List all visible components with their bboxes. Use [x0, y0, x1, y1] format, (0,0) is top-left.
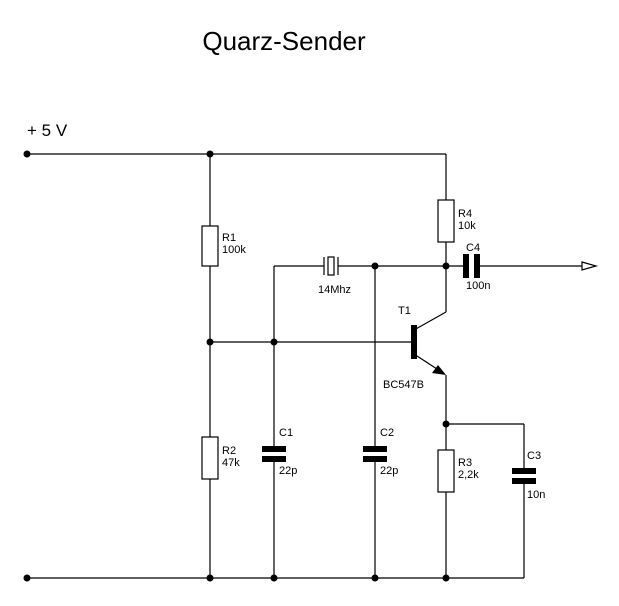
- ground-rail: [23, 574, 524, 582]
- diagram-title: Quarz-Sender: [202, 26, 366, 56]
- crystal-value: 14Mhz: [318, 284, 351, 296]
- output-arrow-icon: [581, 261, 599, 271]
- r2-ref: R2: [222, 445, 236, 457]
- transistor-t1: T1 BC547B: [383, 266, 447, 424]
- resistor-r1: R1 100k: [201, 154, 246, 342]
- c4-value: 100n: [466, 280, 490, 292]
- c3-value: 10n: [527, 489, 545, 501]
- r1-value: 100k: [222, 244, 246, 256]
- capacitor-c4: C4 100n: [463, 242, 582, 292]
- resistor-r2: R2 47k: [201, 342, 240, 578]
- crystal: 14Mhz: [318, 256, 351, 296]
- resistor-r4: R4 10k: [437, 199, 476, 266]
- c2-ref: C2: [380, 427, 394, 439]
- r3-value: 2,2k: [458, 469, 479, 481]
- t1-value: BC547B: [383, 379, 424, 391]
- resistor-r3: R3 2,2k: [437, 424, 479, 578]
- supply-label: + 5 V: [27, 121, 68, 140]
- supply-rail: [23, 150, 447, 200]
- c3-ref: C3: [527, 450, 541, 462]
- r4-value: 10k: [458, 220, 476, 232]
- r4-ref: R4: [458, 208, 472, 220]
- t1-ref: T1: [398, 305, 411, 317]
- r1-ref: R1: [222, 232, 236, 244]
- c1-ref: C1: [279, 427, 293, 439]
- capacitor-c2: C2 22p: [363, 266, 398, 578]
- r2-value: 47k: [222, 457, 240, 469]
- c1-value: 22p: [279, 465, 297, 477]
- capacitor-c1: C1 22p: [262, 342, 297, 578]
- r3-ref: R3: [458, 457, 472, 469]
- c4-ref: C4: [466, 242, 480, 254]
- capacitor-c3: C3 10n: [512, 424, 545, 578]
- c2-value: 22p: [380, 465, 398, 477]
